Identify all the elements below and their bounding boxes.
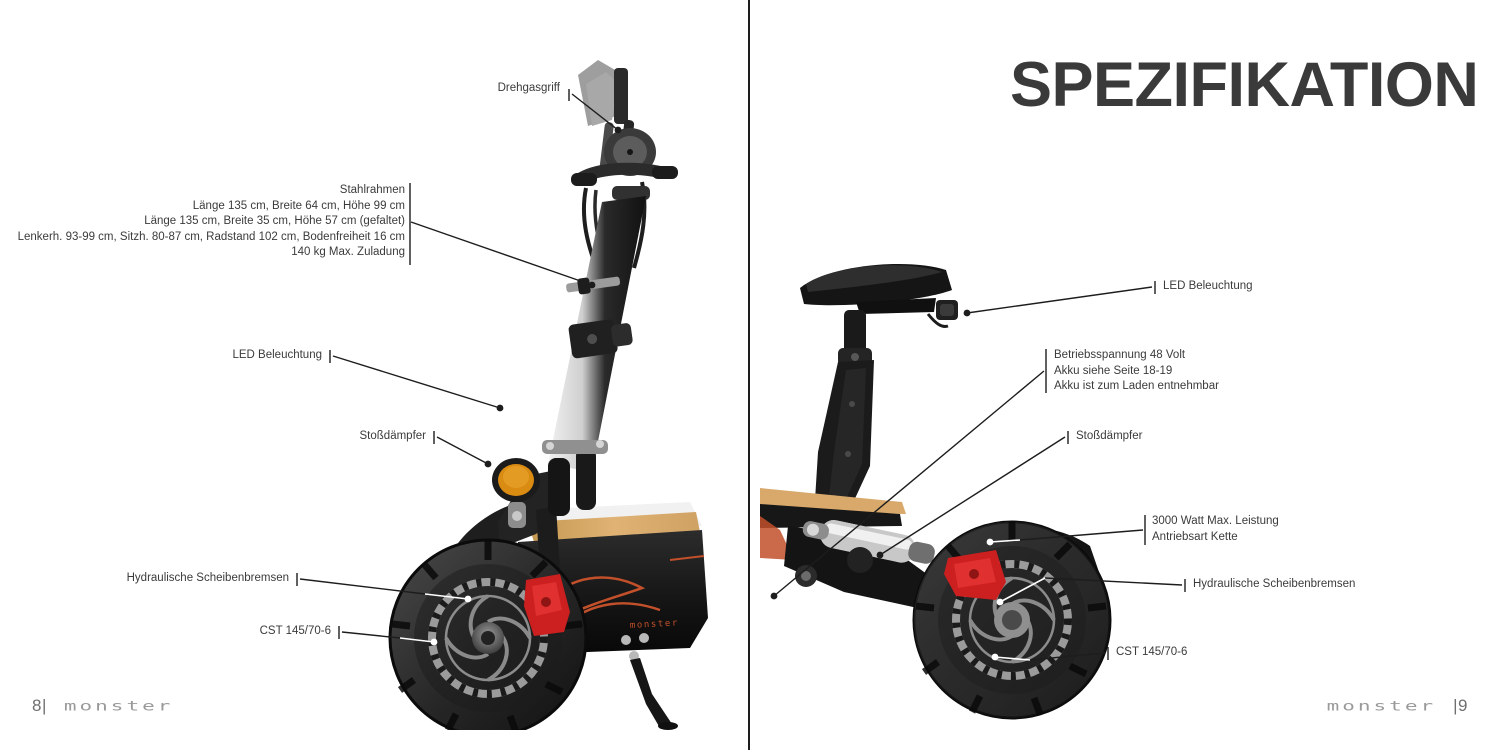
callout-led-rear-label: LED Beleuchtung xyxy=(1163,280,1253,292)
callout-brakes-front-label: Hydraulische Scheibenbremsen xyxy=(126,572,289,584)
callout-tire-rear-label: CST 145/70-6 xyxy=(1116,646,1188,658)
callout-tire-rear: CST 145/70-6 xyxy=(1116,645,1187,661)
brand-wordmark-right: monster xyxy=(1326,698,1437,714)
callout-led-front-label: LED Beleuchtung xyxy=(232,349,322,361)
spec-line-payload: 140 kg Max. Zuladung xyxy=(291,246,405,259)
callout-brakes-front: Hydraulische Scheibenbremsen xyxy=(30,571,289,587)
callout-brakes-rear: Hydraulische Scheibenbremsen xyxy=(1193,577,1355,593)
motor-line-power: 3000 Watt Max. Leistung xyxy=(1152,515,1279,527)
kickstand xyxy=(630,658,678,730)
callout-throttle-label: Drehgasgriff xyxy=(497,82,560,94)
page-gutter-divider xyxy=(748,0,750,750)
spec-line-frame: Stahlrahmen xyxy=(339,184,405,196)
callout-motor: 3000 Watt Max. Leistung Antriebsart Kett… xyxy=(1152,514,1279,545)
spec-line-dimensions: Länge 135 cm, Breite 64 cm, Höhe 99 cm xyxy=(192,199,405,212)
scooter-rear-view-illustration xyxy=(760,264,1112,720)
page-number-left: 8| xyxy=(32,696,47,715)
spec-line-folded: Länge 135 cm, Breite 35 cm, Höhe 57 cm (… xyxy=(144,215,405,228)
footer-left: 8| monster xyxy=(32,694,173,718)
battery-line-page-ref: Akku siehe Seite 18-19 xyxy=(1054,364,1173,377)
seat-assembly xyxy=(800,264,958,366)
callout-battery: Betriebsspannung 48 Volt Akku siehe Seit… xyxy=(1054,348,1219,395)
callout-shock-rear-label: Stoßdämpfer xyxy=(1076,430,1143,442)
brand-wordmark-left: monster xyxy=(63,698,174,714)
page-number-right: |9 xyxy=(1453,696,1468,715)
callout-shock-front-label: Stoßdämpfer xyxy=(359,430,426,442)
rear-wheel xyxy=(912,520,1112,720)
callout-brakes-rear-label: Hydraulische Scheibenbremsen xyxy=(1193,578,1356,590)
scooter-front-view-illustration: monster xyxy=(388,60,708,730)
front-wheel xyxy=(388,538,588,730)
body-graphic-swoosh xyxy=(550,576,646,616)
steering-column xyxy=(548,196,646,472)
callout-shock-front: Stoßdämpfer xyxy=(210,429,426,445)
spec-line-geometry: Lenkerh. 93-99 cm, Sitzh. 80-87 cm, Rads… xyxy=(17,230,405,243)
callout-led-front: LED Beleuchtung xyxy=(60,348,322,364)
callout-tire-front-label: CST 145/70-6 xyxy=(259,625,331,637)
battery-line-voltage: Betriebsspannung 48 Volt xyxy=(1054,349,1186,361)
front-fork-and-fender xyxy=(456,440,608,606)
footer-right: monster |9 xyxy=(1327,694,1468,718)
battery-line-removable: Akku ist zum Laden entnehmbar xyxy=(1054,380,1219,393)
callout-tire-front: CST 145/70-6 xyxy=(160,624,331,640)
callout-frame-specs: Stahlrahmen Länge 135 cm, Breite 64 cm, … xyxy=(10,183,405,261)
deck-wordmark: monster xyxy=(630,618,680,631)
page-title: SPEZIFIKATION xyxy=(1010,50,1479,120)
motor-line-drive: Antriebsart Kette xyxy=(1152,530,1238,543)
callout-shock-rear: Stoßdämpfer xyxy=(1076,429,1142,445)
callout-led-rear: LED Beleuchtung xyxy=(1163,279,1253,295)
callout-throttle: Drehgasgriff xyxy=(230,81,560,97)
